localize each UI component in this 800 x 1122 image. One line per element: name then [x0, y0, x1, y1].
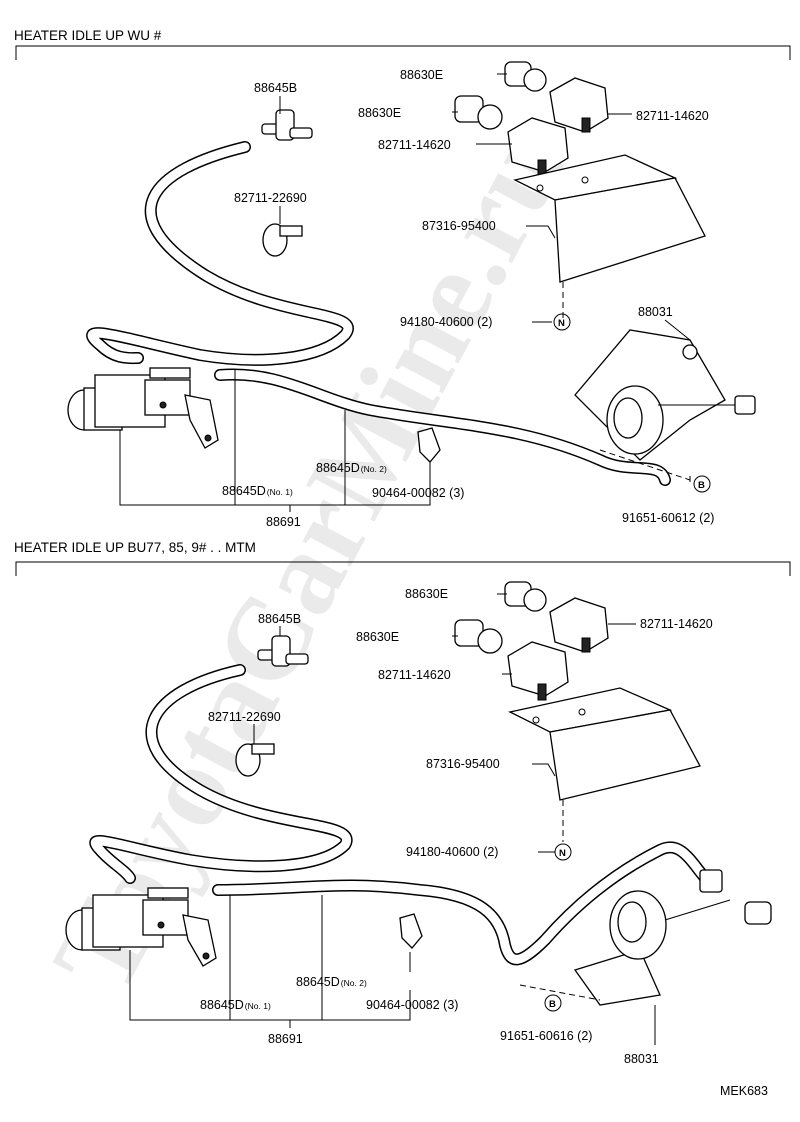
section-title: HEATER IDLE UP BU77, 85, 9# . . MTM — [14, 540, 256, 555]
label-actuator: 88031 — [624, 1052, 659, 1066]
vacuum-hose-network — [89, 664, 711, 966]
part-labels: 88630E 88630E 88645B 82711-14620 82711-1… — [200, 587, 713, 1066]
vacuum-switch-upper — [504, 581, 547, 612]
section-frame — [15, 561, 791, 576]
label-switch-bracket: 87316-95400 — [426, 757, 500, 771]
leader-lines — [129, 593, 656, 1045]
label-vacuum-switch-b: 88630E — [356, 630, 399, 644]
leader-lines — [119, 73, 691, 512]
bracket-clip-upper — [549, 77, 609, 133]
vacuum-hose-network — [86, 141, 671, 486]
label-actuator: 88031 — [638, 305, 673, 319]
vacuum-switch-upper — [504, 61, 547, 92]
figure-code: MEK683 — [720, 1084, 768, 1098]
label-hose-no1: 88645D(No. 1) — [222, 484, 293, 498]
vacuum-switch-lower — [454, 95, 503, 130]
vsv-valve — [67, 367, 219, 449]
bolt-mark-circle — [693, 475, 711, 493]
label-hose-clip: 82711-22690 — [234, 191, 307, 205]
vacuum-switch-lower — [454, 619, 503, 654]
label-vacuum-switch-b: 88630E — [358, 106, 401, 120]
section-heater-idle-up-bu: HEATER IDLE UP BU77, 85, 9# . . MTM — [14, 540, 791, 1066]
screw-mark-circle — [554, 843, 572, 861]
label-tee-joint: 88645B — [254, 81, 297, 95]
label-bracket-clip-a: 82711-14620 — [640, 617, 713, 631]
label-bracket-clip-b: 82711-14620 — [378, 138, 451, 152]
bracket-clip-lower — [507, 117, 569, 177]
label-screw: 94180-40600 (2) — [406, 845, 498, 859]
screw-mark-circle — [553, 313, 571, 331]
section-title: HEATER IDLE UP WU # — [14, 28, 162, 43]
vacuum-actuator — [519, 869, 772, 1006]
tee-joint — [261, 109, 313, 141]
label-hose-no2: 88645D(No. 2) — [296, 975, 367, 989]
part-labels: 88630E 88630E 88645B 82711-14620 82711-1… — [222, 68, 714, 529]
hose-clamp — [417, 427, 441, 463]
label-bracket-clip-a: 82711-14620 — [636, 109, 709, 123]
label-hose-no1: 88645D(No. 1) — [200, 998, 271, 1012]
label-screw-mark: N — [558, 318, 565, 329]
switch-bracket — [513, 154, 706, 283]
vacuum-actuator — [574, 329, 756, 481]
hose-clamp — [399, 913, 423, 949]
label-hose-clamp: 90464-00082 (3) — [372, 486, 464, 500]
switch-bracket — [508, 687, 701, 801]
label-vsv-assy: 88691 — [268, 1032, 303, 1046]
bracket-clip-lower — [507, 641, 569, 701]
label-screw: 94180-40600 (2) — [400, 315, 492, 329]
label-bracket-clip-b: 82711-14620 — [378, 668, 451, 682]
label-bolt-mark: B — [698, 480, 705, 491]
label-hose-clamp: 90464-00082 (3) — [366, 998, 458, 1012]
label-hose-clip: 82711-22690 — [208, 710, 281, 724]
label-vacuum-switch-a: 88630E — [405, 587, 448, 601]
tee-joint — [257, 635, 309, 667]
section-heater-idle-up-wu: HEATER IDLE UP WU # — [14, 28, 791, 529]
label-vacuum-switch-a: 88630E — [400, 68, 443, 82]
label-bolt-mark: B — [549, 999, 556, 1010]
label-hose-no2: 88645D(No. 2) — [316, 461, 387, 475]
label-bolt: 91651-60616 (2) — [500, 1029, 592, 1043]
bolt-mark-circle — [544, 994, 562, 1012]
label-tee-joint: 88645B — [258, 612, 301, 626]
label-bolt: 91651-60612 (2) — [622, 511, 714, 525]
hose-clip — [235, 743, 275, 777]
hose-clip — [262, 223, 303, 257]
bracket-clip-upper — [549, 597, 609, 653]
vsv-valve — [65, 887, 217, 967]
label-switch-bracket: 87316-95400 — [422, 219, 496, 233]
label-screw-mark: N — [559, 848, 566, 859]
label-vsv-assy: 88691 — [266, 515, 301, 529]
section-frame — [15, 45, 791, 60]
